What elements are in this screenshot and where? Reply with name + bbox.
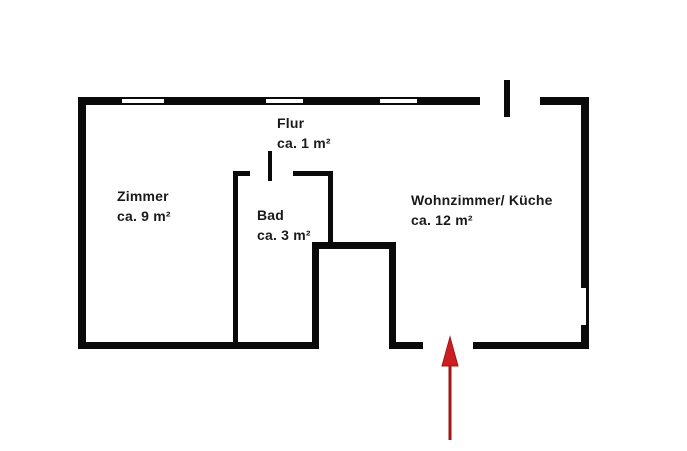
window-top-3-icon: [380, 99, 417, 103]
entrance-door-tick-icon: [504, 80, 510, 117]
niche-wall-left: [312, 249, 319, 349]
bath-door-tick-icon: [268, 151, 272, 181]
bath-wall-right: [328, 171, 333, 242]
outer-wall-left: [78, 97, 86, 349]
niche-wall-right: [389, 249, 396, 349]
room-name: Zimmer: [117, 188, 169, 204]
bath-wall-left: [233, 171, 238, 342]
niche-wall-top: [312, 242, 396, 249]
bath-wall-top: [293, 171, 333, 176]
outer-wall-top-right-segment: [540, 97, 589, 105]
room-label-bad: Bad ca. 3 m²: [257, 205, 311, 245]
outer-wall-bottom-right-segment: [473, 342, 589, 349]
window-top-2-icon: [266, 99, 303, 103]
outer-wall-bottom-left-segment: [78, 342, 319, 349]
entrance-arrow-icon: [441, 335, 459, 440]
outer-wall-right: [581, 97, 589, 349]
window-top-1-icon: [122, 99, 164, 103]
bath-wall-top-stub: [233, 171, 250, 176]
room-label-flur: Flur ca. 1 m²: [277, 113, 331, 153]
room-label-zimmer: Zimmer ca. 9 m²: [117, 186, 171, 226]
room-area: ca. 1 m²: [277, 135, 331, 151]
room-name: Bad: [257, 207, 285, 223]
outer-wall-bottom-middle-segment: [389, 342, 423, 349]
room-label-wohnzimmer-kueche: Wohnzimmer/ Küche ca. 12 m²: [411, 190, 553, 230]
window-right-icon: [581, 288, 586, 325]
room-area: ca. 12 m²: [411, 212, 473, 228]
room-name: Flur: [277, 115, 305, 131]
entrance-arrow-head: [441, 335, 459, 367]
room-area: ca. 9 m²: [117, 208, 171, 224]
room-area: ca. 3 m²: [257, 227, 311, 243]
room-name: Wohnzimmer/ Küche: [411, 192, 553, 208]
